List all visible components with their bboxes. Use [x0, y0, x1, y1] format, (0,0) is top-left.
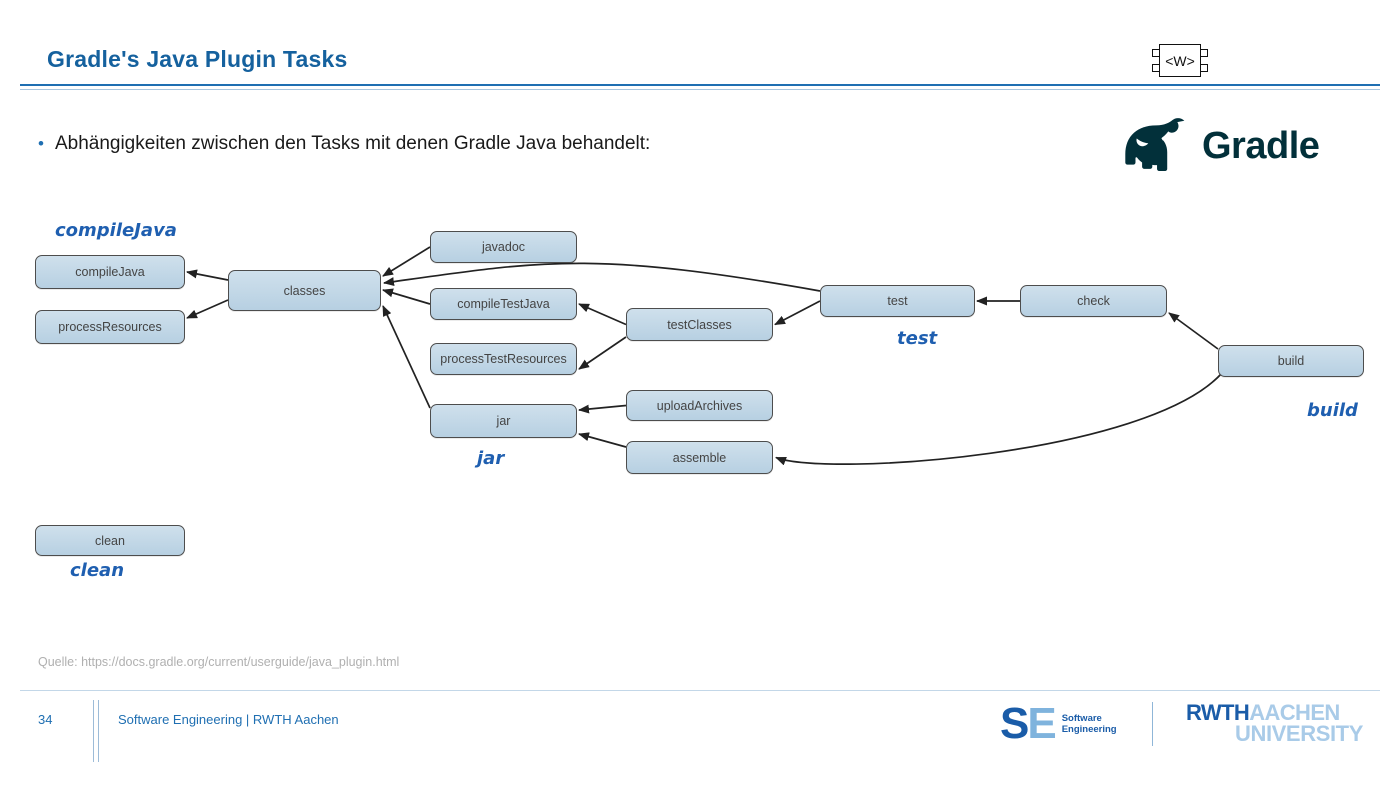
diagram-edge — [186, 269, 229, 281]
task-annotation-clean: clean — [70, 560, 125, 581]
se-logo-line1: Software — [1061, 713, 1102, 724]
task-node-label: classes — [283, 283, 326, 298]
task-node-label: testClasses — [667, 317, 732, 332]
task-node-label: processResources — [58, 320, 162, 334]
rwth-logo-light: AACHEN — [1249, 700, 1340, 725]
task-node-jar[interactable]: jar — [430, 404, 577, 438]
diagram-edge — [578, 404, 627, 414]
task-node-classes[interactable]: classes — [228, 270, 381, 311]
task-node-label: clean — [95, 533, 125, 548]
task-node-compileJava[interactable]: compileJava — [35, 255, 185, 289]
task-node-label: compileJava — [75, 265, 145, 279]
task-node-label: jar — [496, 414, 511, 428]
footer-vertical-rule — [93, 700, 99, 762]
diagram-edge — [775, 372, 1223, 466]
footer-text: Software Engineering | RWTH Aachen — [118, 712, 339, 727]
task-node-processTestResources[interactable]: processTestResources — [430, 343, 577, 375]
task-node-compileTestJava[interactable]: compileTestJava — [430, 288, 577, 320]
diagram-edge — [774, 300, 821, 326]
page-title: Gradle's Java Plugin Tasks — [47, 46, 348, 72]
task-annotation-compileJava: compileJava — [55, 220, 177, 241]
se-logo-s: S — [1000, 699, 1029, 748]
gradle-logo: Gradle — [1112, 118, 1320, 174]
diagram-edge — [578, 432, 627, 448]
task-node-label: compileTestJava — [457, 297, 550, 311]
task-node-label: uploadArchives — [656, 398, 743, 413]
task-node-uploadArchives[interactable]: uploadArchives — [626, 390, 773, 421]
se-logo-e: E — [1027, 699, 1056, 748]
task-node-label: processTestResources — [440, 352, 567, 366]
task-node-javadoc[interactable]: javadoc — [430, 231, 577, 263]
rwth-logo-dark: RWTH — [1186, 700, 1250, 725]
title-divider-secondary — [20, 89, 1380, 90]
diagram-edge — [186, 299, 229, 319]
gradle-wordmark: Gradle — [1202, 124, 1320, 167]
bullet-marker: • — [38, 134, 44, 153]
task-node-label: test — [887, 294, 908, 308]
page-number: 34 — [38, 712, 53, 727]
footer-divider — [20, 690, 1380, 691]
diagram-edge — [578, 336, 627, 370]
diagram-edge — [383, 262, 821, 292]
rwth-logo-line2: UNIVERSITY — [1234, 721, 1363, 746]
se-logo: SE Software Engineering — [1000, 700, 1117, 748]
se-logo-line2: Engineering — [1061, 724, 1117, 735]
diagram-edges — [186, 246, 1223, 466]
component-icon-label: <W> — [1159, 44, 1201, 77]
task-annotation-build: build — [1307, 400, 1358, 421]
diagram-edge — [382, 246, 431, 277]
task-node-processResources[interactable]: processResources — [35, 310, 185, 344]
task-node-build[interactable]: build — [1218, 345, 1364, 377]
bullet-row: • Abhängigkeiten zwischen den Tasks mit … — [38, 131, 650, 157]
task-node-label: assemble — [672, 450, 727, 465]
task-node-check[interactable]: check — [1020, 285, 1167, 317]
diagram-edge — [1168, 312, 1219, 350]
component-icon: <W> — [1152, 44, 1208, 77]
diagram-edge — [382, 305, 431, 409]
task-node-test[interactable]: test — [820, 285, 975, 317]
diagram-edge — [578, 303, 627, 326]
bullet-text: Abhängigkeiten zwischen den Tasks mit de… — [54, 133, 651, 154]
task-node-assemble[interactable]: assemble — [626, 441, 773, 474]
task-node-label: check — [1077, 294, 1110, 308]
title-divider — [20, 84, 1380, 86]
task-node-testClasses[interactable]: testClasses — [626, 308, 773, 341]
rwth-logo: RWTHAACHEN UNIVERSITY — [1186, 700, 1366, 746]
task-annotation-test: test — [897, 328, 938, 349]
task-node-clean[interactable]: clean — [35, 525, 185, 556]
gradle-elephant-icon — [1125, 118, 1185, 172]
diagram-edge — [382, 288, 431, 305]
task-node-label: javadoc — [481, 240, 526, 254]
source-note: Quelle: https://docs.gradle.org/current/… — [38, 655, 400, 669]
logo-separator — [1152, 702, 1153, 746]
task-dependency-diagram: compileJava processResources classes javado… — [0, 200, 1400, 620]
task-node-label: build — [1277, 354, 1305, 368]
task-annotation-jar: jar — [477, 448, 505, 469]
